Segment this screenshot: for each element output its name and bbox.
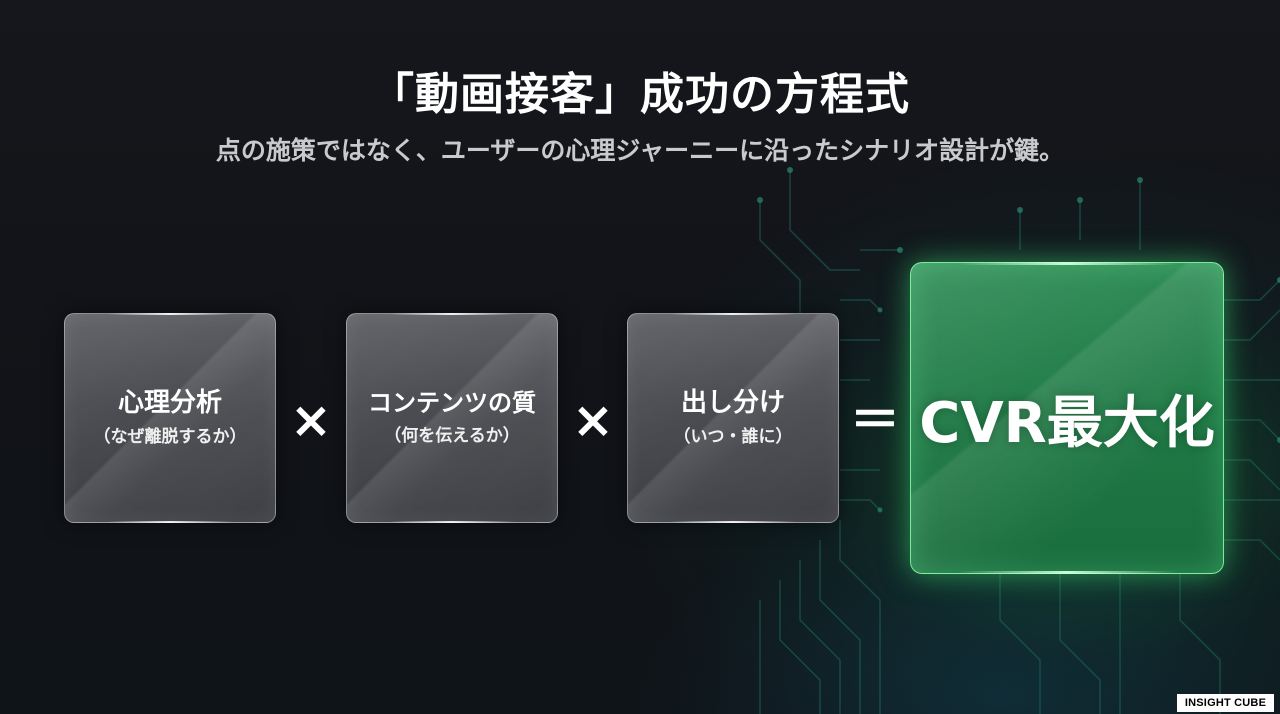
result-label: CVR最大化 [919,390,1215,456]
page-subtitle: 点の施策ではなく、ユーザーの心理ジャーニーに沿ったシナリオ設計が鍵。 [215,136,1065,165]
multiply-operator: × [290,391,332,449]
result-card-cvr: CVR最大化 [910,262,1224,574]
factor-card-psychology: 心理分析 （なぜ離脱するか） [64,313,276,523]
multiply-operator: × [572,391,614,449]
factor-card-title: 出し分け [680,388,785,419]
factor-card-subtitle: （なぜ離脱するか） [93,427,247,448]
factor-card-content: コンテンツの質 （何を伝えるか） [346,313,558,523]
factor-card-targeting: 出し分け （いつ・誰に） [627,313,839,523]
factor-card-title: コンテンツの質 [368,389,536,418]
page-title: 「動画接客」成功の方程式 [370,69,910,120]
factor-card-subtitle: （何を伝えるか） [384,426,520,447]
factor-card-title: 心理分析 [117,388,222,419]
factor-card-subtitle: （いつ・誰に） [673,427,793,448]
equals-operator: ＝ [850,391,900,449]
brand-logo: INSIGHT CUBE [1177,694,1274,712]
